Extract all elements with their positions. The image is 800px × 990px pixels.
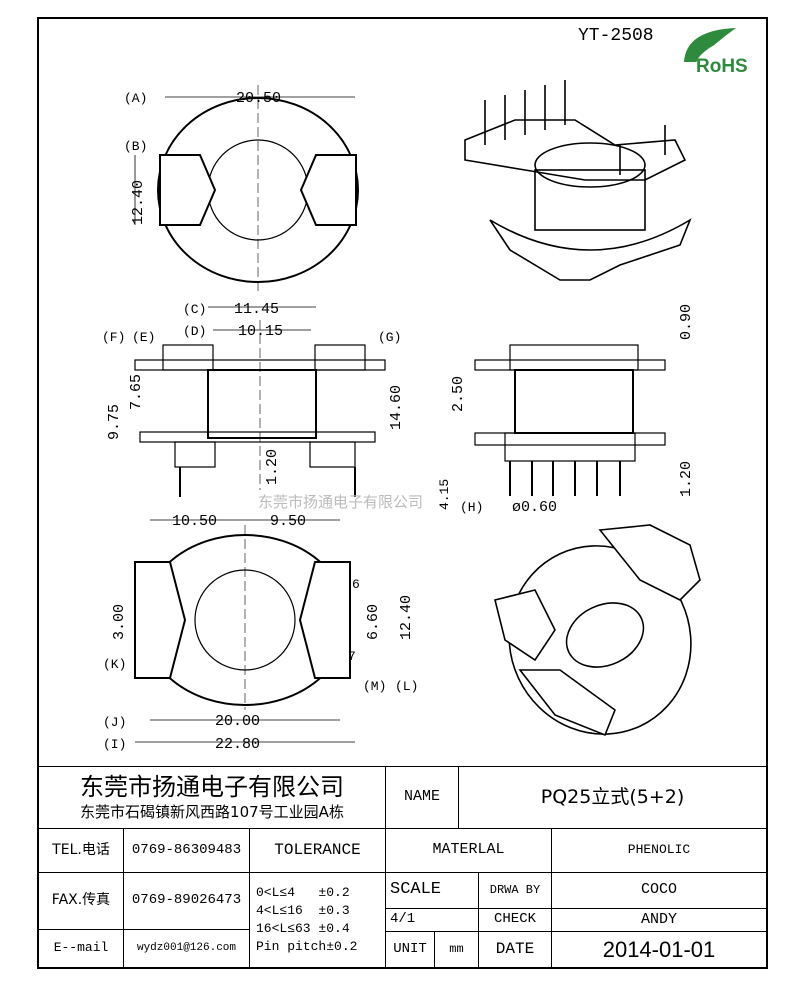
dim-top: 0.90 [678,304,695,340]
isometric-view-top [464,80,692,281]
watermark: 东莞市扬通电子有限公司 [258,494,423,512]
tolerance-row: 4<L≤16 ±0.3 [256,902,350,918]
tolerance-label: TOLERANCE [249,828,386,873]
unit-value: mm [434,931,479,968]
isometric-view-bottom [494,524,701,737]
drawn-by-value: COCO [551,872,767,909]
label-m: (M) [363,679,386,694]
dim-inner: 20.00 [215,713,260,730]
pin-6: 6 [352,577,360,592]
tolerance-row: 16<L≤63 ±0.4 [256,921,350,936]
label-k: (K) [103,657,126,672]
rohs-logo: RoHS [676,22,764,78]
side-view: (C) 11.45 (D) 10.15 (F) (E) (G) 9.75 7.6… [102,301,405,497]
material-value: PHENOLIC [551,828,767,873]
leaf-icon [684,28,747,62]
dim-left: 10.50 [172,513,217,530]
dim-pin-diameter: ø0.60 [512,499,557,516]
dim-gap: 6.60 [365,604,382,640]
name-value: PQ25立式(5+2) [458,766,767,829]
dim-e: 7.65 [128,374,145,410]
email-label: E--mail [38,929,124,968]
pin-7: 7 [348,649,356,664]
name-label: NAME [385,766,459,829]
scale-label: SCALE [385,872,479,909]
label-f: (F) [102,330,125,345]
dim-height: 12.40 [130,180,147,225]
dim-base: 1.20 [264,449,281,485]
label-b: (B) [124,139,147,154]
scale-value: 4/1 [385,908,479,932]
label-l: (L) [395,679,418,694]
tolerance-row: 0<L≤4 ±0.2 [256,884,350,900]
front-view: 0.90 2.50 4.15 1.20 (H) ø0.60 [437,304,695,516]
label-d: (D) [183,324,206,339]
date-value: 2014-01-01 [551,931,767,968]
rohs-text: RoHS [696,56,748,77]
sheet-border [37,17,768,969]
material-label: MATERLAL [385,828,552,873]
company-name: 东莞市扬通电子有限公司 [80,773,344,802]
dim-d: 10.15 [238,323,283,340]
fax-label: FAX.传真 [38,872,124,930]
dim-right: 9.50 [270,513,306,530]
dim-outer: 22.80 [215,736,260,753]
dim-width: 20.50 [236,90,281,107]
check-value: ANDY [551,908,767,932]
dim-bottom-height: 12.40 [398,595,415,640]
tolerance-row: Pin pitch±0.2 [256,939,358,955]
top-view: 20.50 (A) (B) 12.40 [124,85,359,295]
dim-pitch: 3.00 [111,604,128,640]
check-label: CHECK [478,908,552,932]
label-h: (H) [460,500,483,515]
dim-g: 14.60 [388,385,405,430]
tolerance-table: 0<L≤4 ±0.2 4<L≤16 ±0.3 16<L≤63 ±0.4 Pin … [249,872,386,968]
fax-value: 0769-89026473 [123,872,250,930]
email-value: wydz001@126.com [123,929,250,968]
company-address: 东莞市石碣镇新风西路107号工业园A栋 [80,803,344,822]
tel-label: TEL.电话 [38,828,124,873]
unit-label: UNIT [385,931,435,968]
label-c: (C) [183,302,206,317]
part-code: YT-2508 [578,26,654,46]
dim-pin-length: 4.15 [437,479,452,510]
label-e: (E) [132,330,155,345]
tel-value: 0769-86309483 [123,828,250,873]
label-i: (I) [103,737,126,752]
label-j: (J) [103,715,126,730]
dim-front-base: 1.20 [678,461,695,497]
date-label: DATE [478,931,552,968]
label-a: (A) [124,91,147,106]
company-cell: 东莞市扬通电子有限公司 东莞市石碣镇新风西路107号工业园A栋 [38,766,386,829]
bottom-view: 10.50 9.50 3.00 (K) 6 7 6.60 12.40 (M) (… [103,513,418,753]
dim-f: 9.75 [106,404,123,440]
dim-c: 11.45 [234,301,279,318]
drawn-by-label: DRWA BY [478,872,552,909]
label-g: (G) [378,330,401,345]
dim-mid: 2.50 [450,376,467,412]
